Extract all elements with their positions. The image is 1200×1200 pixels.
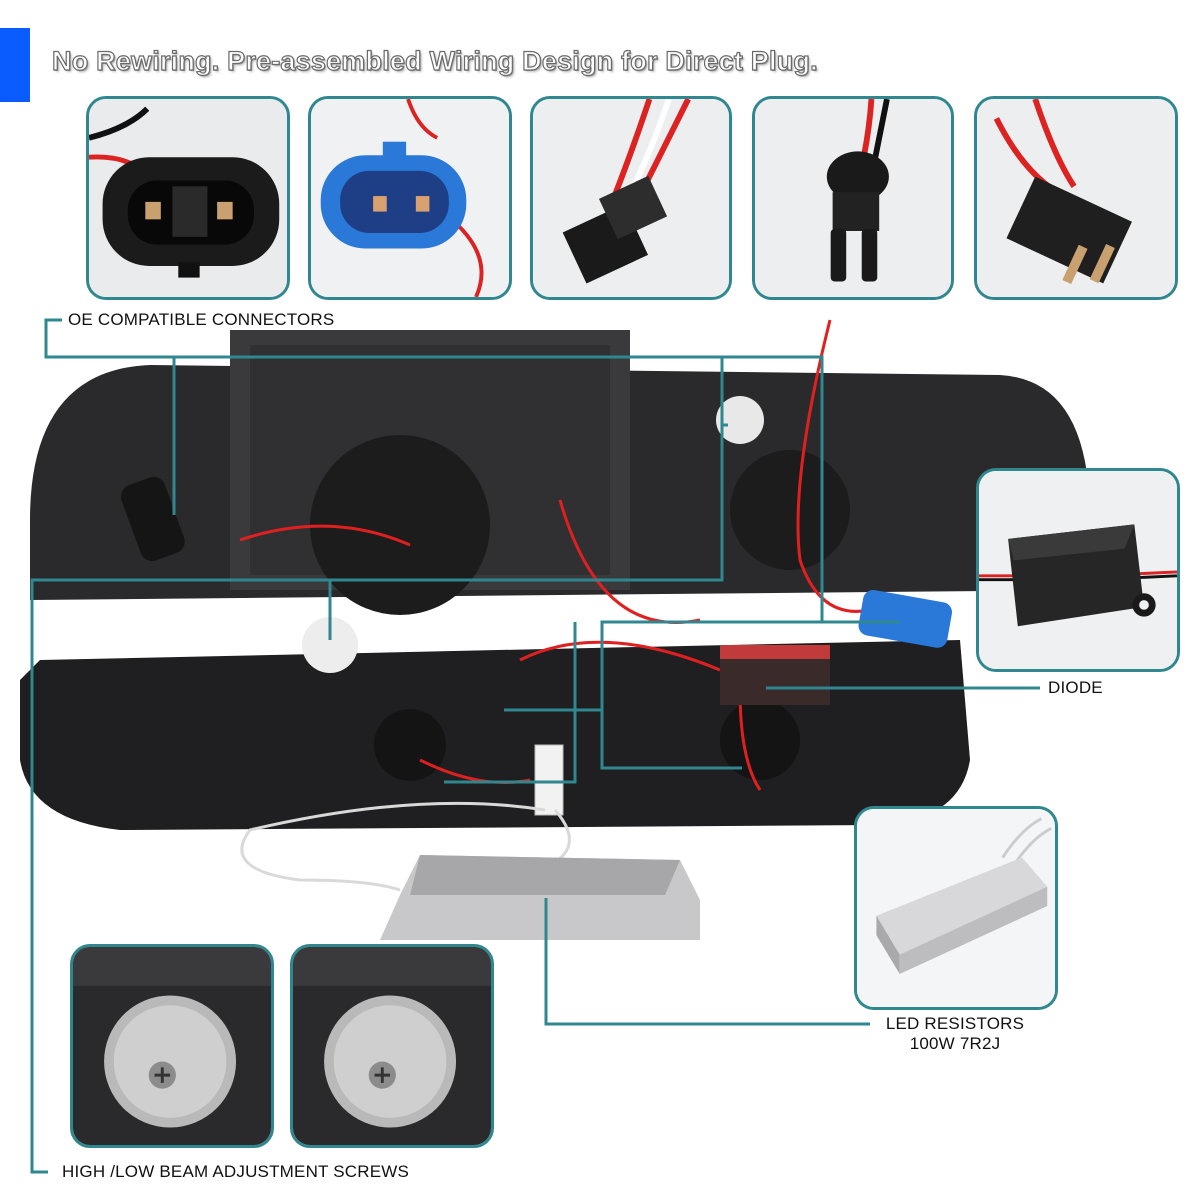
diode-inset xyxy=(976,468,1180,672)
led-resistors-label: LED RESISTORS 100W 7R2J xyxy=(876,1014,1034,1054)
wedge-connector-image-3 xyxy=(977,99,1175,297)
page-title: No Rewiring. Pre-assembled Wiring Design… xyxy=(51,45,818,76)
led-resistor-image xyxy=(857,809,1055,1007)
connector-inset-wedge-3 xyxy=(974,96,1178,300)
adjustment-screw-inset-1 xyxy=(70,944,274,1148)
blue-connector-image xyxy=(311,99,509,297)
wedge-connector-image-1 xyxy=(533,99,729,297)
connector-inset-blue xyxy=(308,96,512,300)
led-resistors-label-line2: 100W 7R2J xyxy=(909,1034,1001,1053)
wedge-connector-image-2 xyxy=(755,99,951,297)
diode-image xyxy=(979,471,1177,669)
connector-inset-wedge-2 xyxy=(752,96,954,300)
led-resistors-label-line1: LED RESISTORS xyxy=(885,1014,1025,1033)
connector-inset-black xyxy=(86,96,290,300)
adjustment-screws-label: HIGH /LOW BEAM ADJUSTMENT SCREWS xyxy=(62,1162,410,1181)
adjustment-screw-inset-2 xyxy=(290,944,494,1148)
connector-inset-wedge-1 xyxy=(530,96,732,300)
black-connector-image xyxy=(89,99,287,297)
resistor-inset xyxy=(854,806,1058,1010)
accent-bar xyxy=(0,28,30,102)
oe-connectors-label: OE COMPATIBLE CONNECTORS xyxy=(68,310,335,329)
adjustment-screw-image-2 xyxy=(293,947,491,1145)
diode-label: DIODE xyxy=(1048,678,1103,697)
adjustment-screw-image-1 xyxy=(73,947,271,1145)
